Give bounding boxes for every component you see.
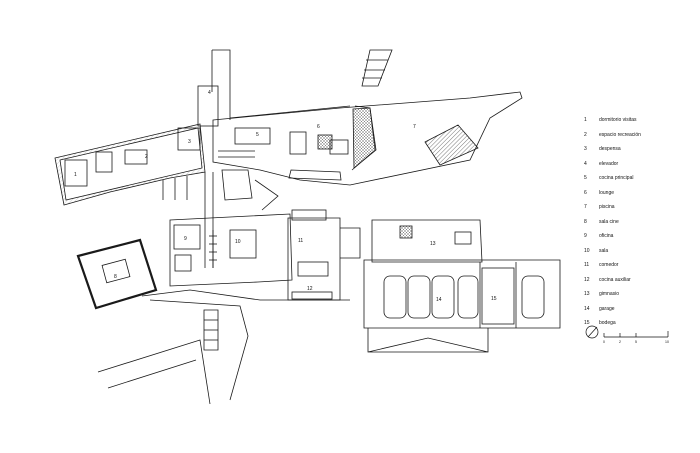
cinema-room bbox=[76, 238, 158, 310]
legend-num: 2 bbox=[584, 131, 587, 138]
legend-num: 7 bbox=[584, 204, 587, 211]
legend-item: 12 cocina auxiliar bbox=[584, 273, 694, 288]
legend-label: gimnasio bbox=[599, 291, 620, 298]
legend-item: 11 comedor bbox=[584, 258, 694, 273]
plan-num-2: 2 bbox=[145, 154, 148, 160]
kitchen-island bbox=[234, 127, 271, 145]
legend-item: 15 bodega bbox=[584, 316, 694, 331]
legend-label: bodega bbox=[599, 320, 616, 327]
stair-top-right bbox=[361, 49, 393, 87]
plan-num-9: 9 bbox=[184, 236, 187, 242]
living-sofa bbox=[229, 229, 257, 259]
legend-item: 1 dormitorio visitas bbox=[584, 113, 694, 128]
legend-item: 10 sala bbox=[584, 244, 694, 259]
plan-num-8: 8 bbox=[114, 274, 117, 280]
lounge-planter bbox=[352, 107, 377, 169]
legend-item: 9 oficina bbox=[584, 229, 694, 244]
legend-item: 14 garage bbox=[584, 302, 694, 317]
scale-label-0: 0 bbox=[603, 340, 605, 344]
legend-num: 6 bbox=[584, 189, 587, 196]
car-5 bbox=[521, 275, 545, 319]
legend-item: 5 cocina principal bbox=[584, 171, 694, 186]
legend-label: cocina auxiliar bbox=[599, 276, 631, 283]
legend-num: 14 bbox=[584, 305, 590, 312]
recreation-table bbox=[124, 149, 148, 165]
legend-num: 5 bbox=[584, 175, 587, 182]
legend-num: 10 bbox=[584, 247, 590, 254]
dining-table bbox=[297, 261, 329, 277]
legend-label: garage bbox=[599, 305, 615, 312]
legend-num: 15 bbox=[584, 320, 590, 327]
guest-bed bbox=[64, 159, 88, 187]
scale-bar bbox=[603, 331, 669, 338]
legend-label: sala bbox=[599, 247, 609, 254]
legend-item: 2 espacio recreación bbox=[584, 128, 694, 143]
lounge-rug bbox=[317, 134, 333, 150]
legend-num: 8 bbox=[584, 218, 587, 225]
driveway bbox=[367, 328, 489, 353]
wc bbox=[174, 254, 192, 272]
plan-num-5: 5 bbox=[256, 132, 259, 138]
upper-wing bbox=[212, 91, 523, 186]
gym-room bbox=[371, 219, 483, 263]
elevator-shaft bbox=[197, 85, 219, 127]
plan-num-6: 6 bbox=[317, 124, 320, 130]
plan-num-7: 7 bbox=[413, 124, 416, 130]
legend-num: 1 bbox=[584, 117, 587, 124]
north-path bbox=[211, 49, 231, 120]
legend-label: cocina principal bbox=[599, 175, 634, 182]
plan-num-4: 4 bbox=[208, 90, 211, 96]
legend-num: 4 bbox=[584, 160, 587, 167]
legend-num: 9 bbox=[584, 233, 587, 240]
plan-num-1: 1 bbox=[74, 172, 77, 178]
dining-bar bbox=[291, 209, 327, 221]
legend-label: despensa bbox=[599, 146, 621, 153]
office-room bbox=[173, 224, 201, 250]
north-arrow-icon bbox=[585, 325, 599, 339]
legend-label: dormitorio visitas bbox=[599, 117, 637, 124]
dining-table-upper bbox=[289, 131, 307, 155]
legend-item: 8 sala cine bbox=[584, 215, 694, 230]
scale-label-5: 5 bbox=[635, 340, 637, 344]
legend-num: 3 bbox=[584, 146, 587, 153]
car-2 bbox=[407, 275, 431, 319]
legend-item: 7 piscina bbox=[584, 200, 694, 215]
pool-deck-hatch bbox=[424, 124, 479, 166]
legend-item: 6 lounge bbox=[584, 186, 694, 201]
plan-num-12: 12 bbox=[307, 286, 313, 292]
legend-label: comedor bbox=[599, 262, 619, 269]
legend-label: elevador bbox=[599, 160, 619, 167]
dining-block bbox=[287, 217, 341, 301]
legend-label: oficina bbox=[599, 233, 614, 240]
legend-item: 4 elevador bbox=[584, 157, 694, 172]
legend-label: lounge bbox=[599, 189, 615, 196]
car-1 bbox=[383, 275, 407, 319]
scale-label-2: 2 bbox=[619, 340, 621, 344]
car-4 bbox=[457, 275, 479, 319]
scale-label-10: 10 bbox=[665, 340, 669, 344]
living-block bbox=[169, 213, 293, 287]
plan-num-15: 15 bbox=[491, 296, 497, 302]
legend-num: 11 bbox=[584, 262, 590, 269]
legend-label: sala cine bbox=[599, 218, 619, 225]
plan-num-13: 13 bbox=[430, 241, 436, 247]
plan-num-10: 10 bbox=[235, 239, 241, 245]
pantry-room bbox=[177, 127, 201, 151]
plan-num-3: 3 bbox=[188, 139, 191, 145]
plan-num-11: 11 bbox=[298, 238, 303, 244]
plan-num-14: 14 bbox=[436, 297, 442, 303]
legend-item: 13 gimnasio bbox=[584, 287, 694, 302]
legend-item: 3 despensa bbox=[584, 142, 694, 157]
legend-num: 12 bbox=[584, 276, 590, 283]
storage-room bbox=[481, 267, 515, 325]
car-3 bbox=[431, 275, 455, 319]
legend-num: 13 bbox=[584, 291, 590, 298]
garage bbox=[363, 259, 561, 329]
legend-label: espacio recreación bbox=[599, 131, 641, 138]
legend-label: piscina bbox=[599, 204, 615, 211]
